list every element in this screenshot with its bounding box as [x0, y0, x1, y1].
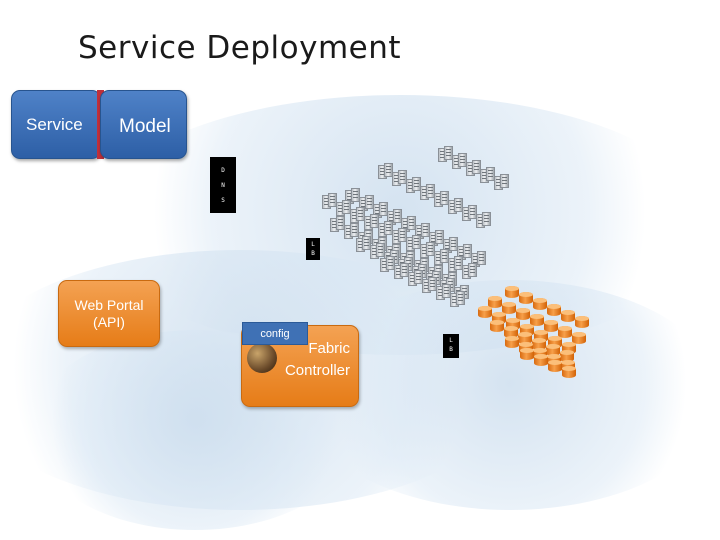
- storage-icon: [560, 350, 574, 362]
- service-label: Service: [26, 115, 83, 134]
- server-icon: [412, 235, 421, 249]
- storage-icon: [575, 316, 589, 328]
- server-icon: [328, 193, 337, 207]
- server-icon: [384, 221, 393, 235]
- server-icon: [370, 214, 379, 228]
- storage-icon: [505, 286, 519, 298]
- storage-icon: [478, 306, 492, 318]
- server-icon: [426, 242, 435, 256]
- storage-icon: [519, 292, 533, 304]
- lb-letter: B: [311, 250, 315, 257]
- server-icon: [456, 291, 465, 305]
- server-icon: [376, 243, 385, 257]
- load-balancer-box: L B: [306, 238, 320, 260]
- server-icon: [398, 170, 407, 184]
- dns-letter: D: [221, 167, 225, 174]
- server-icon: [426, 184, 435, 198]
- server-icon: [454, 198, 463, 212]
- server-icon: [379, 202, 388, 216]
- server-icon: [472, 160, 481, 174]
- load-balancer-box: L B: [443, 334, 459, 358]
- web-portal-label: Web Portal (API): [74, 297, 144, 330]
- lb-letter: L: [311, 241, 315, 248]
- server-icon: [386, 256, 395, 270]
- dns-letter: S: [221, 197, 225, 204]
- server-icon: [400, 263, 409, 277]
- server-icon: [342, 200, 351, 214]
- server-icon: [384, 163, 393, 177]
- storage-icon: [505, 336, 519, 348]
- server-icon: [407, 216, 416, 230]
- server-icon: [463, 244, 472, 258]
- server-icon: [435, 230, 444, 244]
- server-icon: [362, 236, 371, 250]
- server-icon: [398, 228, 407, 242]
- server-icon: [421, 223, 430, 237]
- server-icon: [449, 237, 458, 251]
- storage-icon: [504, 326, 518, 338]
- server-icon: [440, 191, 449, 205]
- service-box: Service: [11, 90, 101, 159]
- model-label: Model: [119, 116, 171, 137]
- cloud-background: [300, 280, 720, 510]
- server-icon: [428, 277, 437, 291]
- storage-icon: [572, 332, 586, 344]
- server-icon: [477, 251, 486, 265]
- model-box: Model: [100, 90, 187, 159]
- storage-icon: [518, 332, 532, 344]
- server-icon: [393, 209, 402, 223]
- globe-icon: [247, 343, 277, 373]
- dns-box: D N S: [210, 157, 236, 213]
- storage-icon: [562, 366, 576, 378]
- storage-icon: [520, 348, 534, 360]
- server-icon: [350, 223, 359, 237]
- server-icon: [486, 167, 495, 181]
- storage-icon: [544, 320, 558, 332]
- storage-icon: [488, 296, 502, 308]
- storage-icon: [546, 344, 560, 356]
- server-icon: [482, 212, 491, 226]
- server-icon: [468, 263, 477, 277]
- server-icon: [336, 216, 345, 230]
- server-icon: [356, 207, 365, 221]
- server-icon: [468, 205, 477, 219]
- storage-icon: [548, 360, 562, 372]
- lb-letter: L: [449, 337, 453, 344]
- storage-icon: [530, 314, 544, 326]
- storage-icon: [534, 354, 548, 366]
- server-icon: [500, 174, 509, 188]
- storage-icon: [558, 326, 572, 338]
- server-icon: [440, 249, 449, 263]
- page-title: Service Deployment: [78, 30, 402, 66]
- lb-letter: B: [449, 346, 453, 353]
- fabric-controller-label: Fabric Controller: [284, 340, 350, 379]
- storage-icon: [502, 302, 516, 314]
- server-icon: [454, 256, 463, 270]
- storage-icon: [532, 338, 546, 350]
- server-icon: [351, 188, 360, 202]
- storage-icon: [547, 304, 561, 316]
- server-icon: [458, 153, 467, 167]
- server-icon: [412, 177, 421, 191]
- config-box: config: [242, 322, 308, 345]
- storage-icon: [561, 310, 575, 322]
- server-icon: [365, 195, 374, 209]
- server-icon: [444, 146, 453, 160]
- storage-icon: [490, 320, 504, 332]
- config-label: config: [260, 328, 290, 340]
- storage-icon: [533, 298, 547, 310]
- web-portal-box: Web Portal (API): [58, 280, 160, 347]
- server-icon: [442, 284, 451, 298]
- storage-icon: [516, 308, 530, 320]
- dns-letter: N: [221, 182, 225, 189]
- server-icon: [414, 270, 423, 284]
